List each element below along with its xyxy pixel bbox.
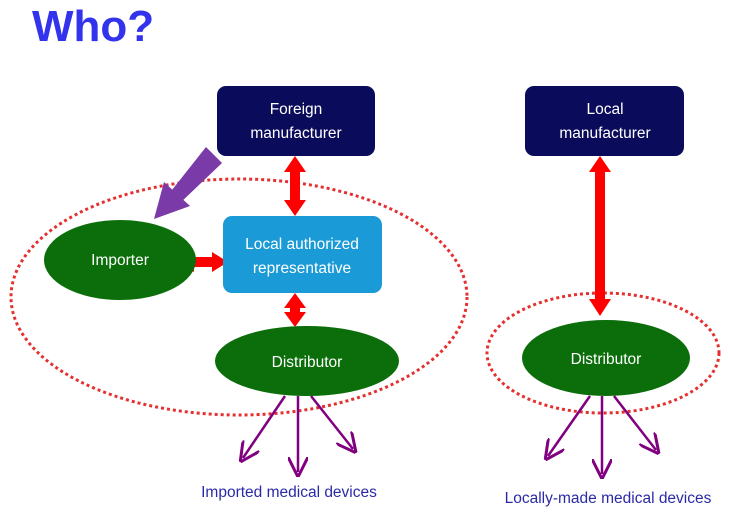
local-manufacturer-distributor-double-arrow [589, 156, 611, 316]
imported-distribution-arrows [243, 395, 353, 472]
imported-boundary [9, 177, 469, 417]
local-authorized-representative-box: Local authorized representative [223, 216, 382, 293]
foreign-to-importer-arrow [154, 147, 222, 219]
representative-label-line1: Local authorized [245, 236, 359, 253]
importer-label: Importer [91, 252, 149, 269]
foreign-manufacturer-label-line1: Foreign [270, 101, 323, 118]
locally-made-devices-caption: Locally-made medical devices [505, 490, 712, 507]
manufacturer-representative-double-arrow [284, 156, 306, 216]
representative-distributor-double-arrow [284, 293, 306, 327]
imported-distributor-node: Distributor [215, 326, 399, 396]
page-title: Who? [32, 2, 155, 51]
local-manufacturer-label-line2: manufacturer [559, 125, 650, 142]
imported-distributor-label: Distributor [272, 354, 343, 371]
local-boundary [485, 291, 721, 415]
local-manufacturer-box: Local manufacturer [525, 86, 684, 156]
representative-label-line2: representative [253, 260, 351, 277]
importer-node: Importer [44, 220, 196, 300]
foreign-manufacturer-box: Foreign manufacturer [217, 86, 375, 156]
local-distribution-arrows [548, 395, 656, 474]
imported-devices-caption: Imported medical devices [201, 484, 377, 501]
local-distributor-node: Distributor [522, 320, 690, 396]
foreign-manufacturer-label-line2: manufacturer [250, 125, 341, 142]
local-manufacturer-label-line1: Local [586, 101, 623, 118]
local-distributor-label: Distributor [571, 351, 642, 368]
